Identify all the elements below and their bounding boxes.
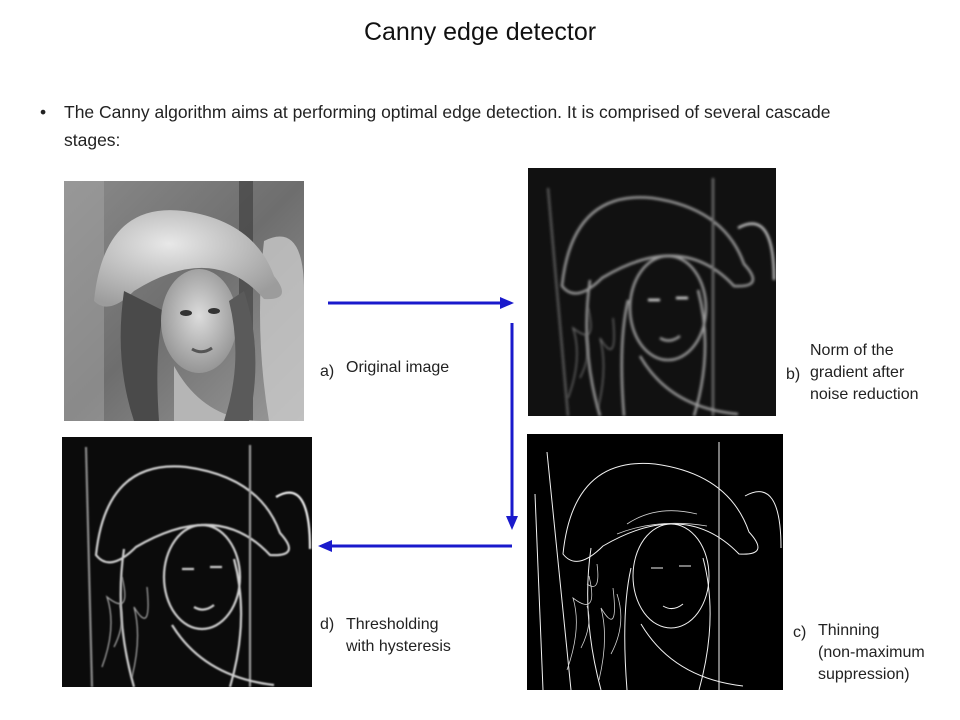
panel-d-caption-line-1: Thresholding bbox=[346, 616, 439, 633]
arrow-c-to-d-head bbox=[318, 540, 332, 552]
bullet-marker: • bbox=[40, 102, 47, 122]
panel-b-caption-line-1: Norm of the bbox=[810, 342, 894, 359]
thinning-image bbox=[527, 434, 783, 690]
panel-c-caption-line-1: Thinning bbox=[818, 622, 880, 639]
slide-title: Canny edge detector bbox=[363, 18, 597, 46]
arrow-a-to-b-head bbox=[500, 297, 514, 309]
panel-b-caption: Norm of the gradient after noise reducti… bbox=[810, 340, 919, 406]
panel-b-caption-line-2: gradient after bbox=[810, 364, 905, 381]
panel-c-letter: c) bbox=[793, 624, 807, 641]
panel-a-caption: Original image bbox=[346, 359, 450, 376]
panel-b-caption-line-3: noise reduction bbox=[810, 386, 919, 403]
gradient-norm-image bbox=[528, 168, 776, 416]
panel-c-caption-line-2: (non-maximum bbox=[818, 644, 925, 661]
panel-c-caption-line-3: suppression) bbox=[818, 666, 910, 683]
panel-d-caption-line-2: with hysteresis bbox=[346, 638, 451, 655]
panel-a-letter: a) bbox=[320, 363, 335, 380]
panel-d-letter: d) bbox=[320, 616, 335, 633]
hysteresis-image bbox=[62, 437, 312, 687]
panel-b-letter: b) bbox=[786, 366, 801, 383]
panel-d-caption: Thresholding with hysteresis bbox=[346, 614, 451, 658]
original-image bbox=[64, 181, 304, 421]
arrow-b-to-c-head bbox=[506, 516, 518, 530]
bullet-text: The Canny algorithm aims at performing o… bbox=[64, 102, 831, 150]
panel-c-caption: Thinning (non-maximum suppression) bbox=[818, 620, 925, 686]
